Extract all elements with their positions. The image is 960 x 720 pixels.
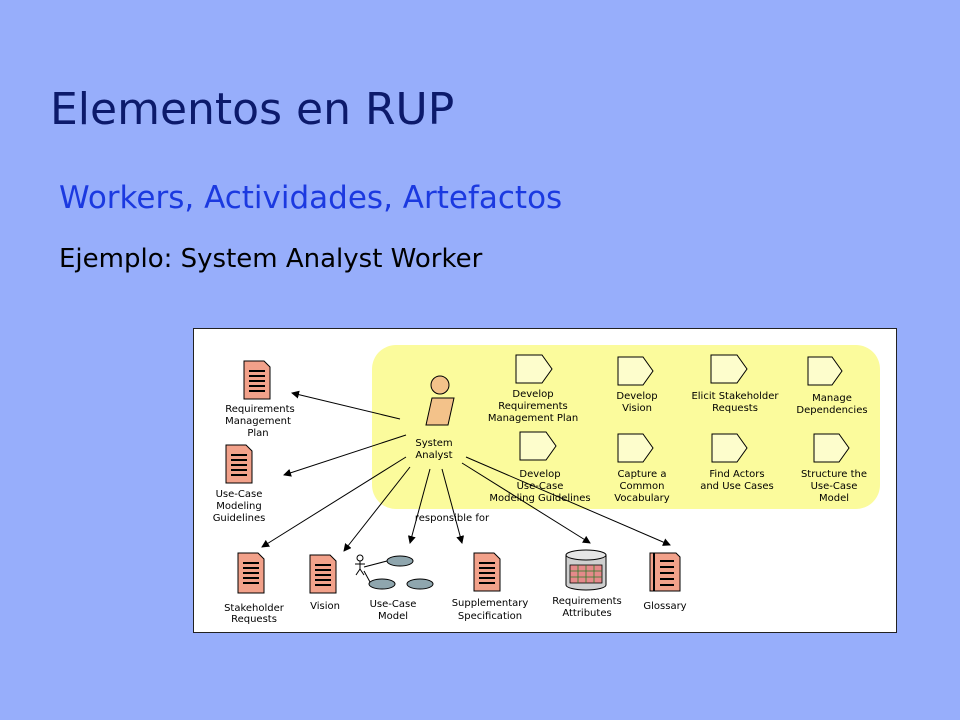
svg-text:Capture a: Capture a (617, 469, 666, 480)
relationship-label: responsible for (415, 513, 490, 524)
svg-text:Use-Case: Use-Case (370, 599, 417, 610)
activity-find-actors-use-cases: Find Actors and Use Cases (700, 433, 774, 492)
svg-text:Requests: Requests (712, 403, 758, 414)
svg-text:Develop: Develop (512, 389, 553, 400)
activity-structure-use-case-model: Structure the Use-Case Model (801, 433, 867, 504)
svg-text:Vocabulary: Vocabulary (614, 493, 670, 504)
svg-text:Elicit Stakeholder: Elicit Stakeholder (691, 391, 779, 402)
slide-title: Elementos en RUP (50, 84, 455, 135)
svg-text:Modeling: Modeling (216, 501, 262, 512)
artifact-uc-modeling-guidelines: Use-Case Modeling Guidelines (213, 444, 266, 524)
slide-subtitle: Workers, Actividades, Artefactos (59, 180, 563, 216)
svg-text:Management: Management (225, 416, 291, 427)
svg-text:Modeling Guidelines: Modeling Guidelines (489, 493, 590, 504)
artifact-glossary: Glossary (643, 552, 687, 612)
document-icon (243, 360, 271, 400)
svg-text:Develop: Develop (616, 391, 657, 402)
svg-text:Develop: Develop (519, 469, 560, 480)
activity-develop-uc-guidelines: Develop Use-Case Modeling Guidelines (489, 431, 591, 504)
activity-region (372, 345, 880, 509)
activity-icon (807, 356, 843, 386)
document-icon (473, 552, 501, 592)
svg-text:Vision: Vision (310, 601, 340, 612)
activity-elicit-stakeholder-requests: Elicit Stakeholder Requests (691, 354, 779, 414)
example-caption: Ejemplo: System Analyst Worker (59, 244, 483, 274)
svg-text:Use-Case: Use-Case (811, 481, 858, 492)
worker-label-line1: System (415, 438, 452, 449)
artifact-use-case-model: Use-Case Model (355, 554, 434, 622)
svg-text:Vision: Vision (622, 403, 652, 414)
database-icon (565, 549, 607, 591)
system-analyst-worker-icon (425, 375, 455, 426)
svg-text:Use-Case: Use-Case (216, 489, 263, 500)
activity-icon (711, 433, 748, 463)
svg-text:Requirements: Requirements (498, 401, 568, 412)
svg-text:Common: Common (619, 481, 664, 492)
document-icon (237, 552, 265, 594)
svg-text:Dependencies: Dependencies (796, 405, 867, 416)
artifact-req-mgmt-plan: Requirements Management Plan (225, 360, 295, 439)
artifact-supplementary-specification: Supplementary Specification (452, 552, 529, 622)
activity-icon (617, 433, 654, 463)
svg-text:Specification: Specification (458, 611, 522, 622)
activity-icon (519, 431, 557, 461)
artifact-requirements-attributes: Requirements Attributes (552, 549, 622, 619)
activity-develop-req-mgmt-plan: Develop Requirements Management Plan (488, 354, 578, 424)
svg-text:Guidelines: Guidelines (213, 513, 266, 524)
rup-worker-diagram: System Analyst Develop Requirements Mana… (193, 328, 897, 633)
svg-text:Supplementary: Supplementary (452, 598, 529, 609)
svg-text:Manage: Manage (812, 393, 852, 404)
glossary-icon (649, 552, 681, 592)
activity-develop-vision: Develop Vision (616, 356, 658, 414)
responsibility-arrows (261, 390, 671, 552)
svg-text:and Use Cases: and Use Cases (700, 481, 774, 492)
document-icon (225, 444, 253, 484)
svg-text:Management Plan: Management Plan (488, 413, 578, 424)
svg-text:Requirements: Requirements (225, 404, 295, 415)
svg-text:Requirements: Requirements (552, 596, 622, 607)
svg-text:Use-Case: Use-Case (517, 481, 564, 492)
activity-capture-common-vocabulary: Capture a Common Vocabulary (614, 433, 670, 504)
svg-text:Structure the: Structure the (801, 469, 867, 480)
artifact-vision: Vision (309, 554, 340, 612)
svg-text:Find Actors: Find Actors (709, 469, 764, 480)
svg-text:Model: Model (819, 493, 849, 504)
svg-text:Model: Model (378, 611, 408, 622)
worker-label-line2: Analyst (415, 450, 452, 461)
activity-icon (617, 356, 654, 386)
activity-manage-dependencies: Manage Dependencies (796, 356, 868, 416)
use-case-model-icon (355, 554, 434, 590)
svg-text:Glossary: Glossary (643, 601, 686, 612)
svg-text:Stakeholder: Stakeholder (224, 603, 285, 614)
svg-text:Attributes: Attributes (562, 608, 611, 619)
activity-icon (515, 354, 553, 384)
activity-icon (710, 354, 748, 384)
document-icon (309, 554, 337, 594)
svg-text:Requests: Requests (231, 614, 277, 625)
svg-text:Plan: Plan (247, 428, 268, 439)
activity-icon (813, 433, 850, 463)
artifact-stakeholder-requests: Stakeholder Requests (224, 552, 285, 625)
